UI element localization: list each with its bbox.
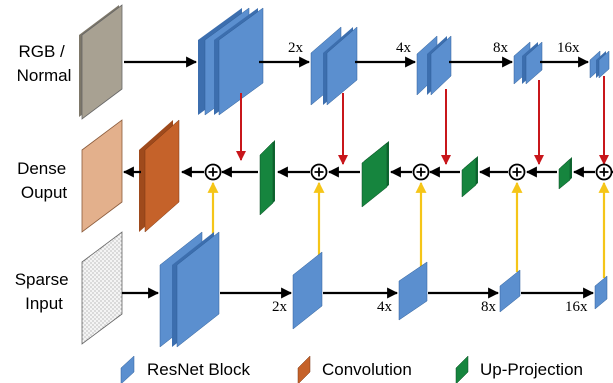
dense-output-image	[81, 119, 123, 233]
sparse-resnet-block-4	[499, 269, 521, 313]
sum-nodes	[204, 163, 613, 181]
rgb-resnet-block-4	[513, 41, 543, 85]
scale-label-2x-top: 2x	[288, 40, 304, 56]
convolution-block	[139, 119, 180, 233]
legend: ResNet Block Convolution Up-Projection	[120, 355, 583, 383]
legend-convolution-swatch	[297, 355, 311, 383]
label-sparse-input: Sparse Input	[15, 270, 74, 313]
up-projection-block-4	[558, 157, 572, 190]
rgb-resnet-block-1	[198, 7, 264, 116]
rgb-resnet-block-3	[416, 35, 452, 96]
sum-node-5	[595, 163, 613, 181]
sum-node-1	[204, 163, 222, 181]
sum-node-2	[310, 163, 328, 181]
up-projection-block-3	[461, 156, 478, 198]
legend-convolution-label: Convolution	[322, 360, 412, 379]
sum-node-4	[508, 163, 526, 181]
scale-label-4x-top: 4x	[396, 40, 412, 56]
label-dense-output: Dense Ouput	[17, 159, 71, 202]
legend-upprojection-label: Up-Projection	[480, 360, 583, 379]
up-projection-block-1	[259, 140, 275, 216]
rgb-resnet-block-5	[589, 50, 610, 79]
rgb-resnet-block-2	[310, 26, 358, 106]
skip-arrows	[236, 76, 609, 165]
sum-node-3	[412, 163, 430, 181]
sparse-input-image	[81, 231, 123, 345]
scale-label-4x-bottom: 4x	[377, 299, 393, 315]
sparse-resnet-block-2	[292, 251, 323, 330]
sparse-resnet-block-3	[398, 261, 428, 321]
scale-label-16x-top: 16x	[557, 40, 580, 56]
sparse-resnet-block-5	[594, 275, 608, 310]
legend-upprojection-swatch	[455, 355, 469, 383]
up-projection-block-2	[361, 141, 389, 208]
scale-label-8x-bottom: 8x	[481, 299, 497, 315]
scale-label-2x-bottom: 2x	[272, 299, 288, 315]
sparse-resnet-block-1	[159, 231, 220, 348]
label-rgb-normal: RGB / Normal	[17, 42, 72, 85]
scale-label-8x-top: 8x	[493, 40, 509, 56]
legend-resnet-label: ResNet Block	[147, 360, 250, 379]
scale-label-16x-bottom: 16x	[565, 299, 588, 315]
legend-resnet-swatch	[120, 355, 135, 383]
rgb-image	[79, 4, 123, 120]
sparse-merge-arrows	[207, 181, 610, 278]
